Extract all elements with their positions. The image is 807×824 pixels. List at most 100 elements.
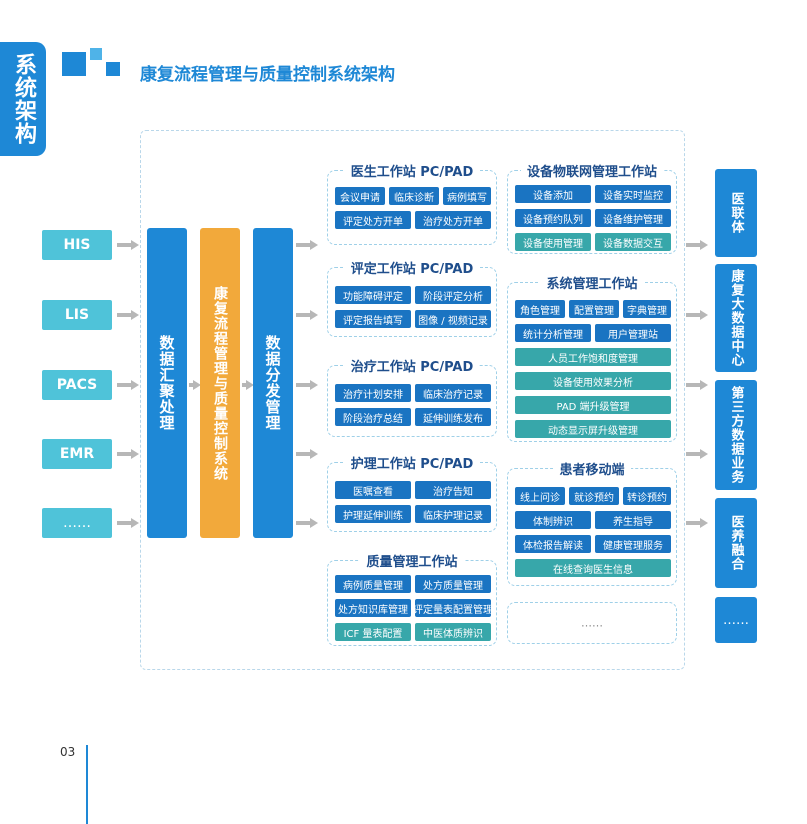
nursing-training-button[interactable]: 护理延伸训练 bbox=[335, 505, 411, 523]
device-effect-button[interactable]: 设备使用效果分析 bbox=[515, 372, 671, 390]
dysfunction-assess-button[interactable]: 功能障碍评定 bbox=[335, 286, 411, 304]
referral-booking-button[interactable]: 转诊预约 bbox=[623, 487, 671, 505]
doctor-info-button[interactable]: 在线查询医生信息 bbox=[515, 559, 671, 577]
architecture-frame bbox=[140, 130, 685, 670]
case-quality-button[interactable]: 病例质量管理 bbox=[335, 575, 411, 593]
user-manage-button[interactable]: 用户管理站 bbox=[595, 324, 671, 342]
section-tab: 系统架构 bbox=[0, 42, 46, 156]
workstation-title: 医生工作站 PC/PAD bbox=[344, 165, 480, 180]
workstation-title: 设备物联网管理工作站 bbox=[520, 165, 663, 180]
arrow-icon bbox=[296, 240, 318, 250]
source-lis: LIS bbox=[42, 300, 112, 330]
arrow-icon bbox=[296, 380, 318, 390]
statistics-manage-button[interactable]: 统计分析管理 bbox=[515, 324, 591, 342]
arrow-icon bbox=[686, 449, 708, 459]
arrow-icon bbox=[296, 518, 318, 528]
report-interpret-button[interactable]: 体检报告解读 bbox=[515, 535, 591, 553]
extended-training-button[interactable]: 延伸训练发布 bbox=[415, 408, 491, 426]
dictionary-manage-button[interactable]: 字典管理 bbox=[623, 300, 671, 318]
page-number: 03 bbox=[60, 745, 76, 759]
image-video-record-button[interactable]: 图像 / 视频记录 bbox=[415, 310, 491, 328]
arrow-icon bbox=[242, 380, 254, 390]
therapy-plan-button[interactable]: 治疗计划安排 bbox=[335, 384, 411, 402]
source-more: …… bbox=[42, 508, 112, 538]
more-workstations: …… bbox=[507, 602, 677, 644]
arrow-icon bbox=[117, 310, 139, 320]
patient-mobile: 患者移动端 线上问诊 就诊预约 转诊预约 体制辨识 养生指导 体检报告解读 健康… bbox=[507, 463, 677, 586]
quality-workstation: 质量管理工作站 病例质量管理 处方质量管理 处方知识库管理 评定量表配置管理 I… bbox=[327, 555, 497, 646]
decor-square-small bbox=[90, 48, 102, 60]
device-usage-button[interactable]: 设备使用管理 bbox=[515, 233, 591, 251]
page-divider bbox=[86, 745, 88, 824]
assess-prescription-button[interactable]: 评定处方开单 bbox=[335, 211, 411, 229]
workstation-title: 患者移动端 bbox=[553, 463, 631, 478]
arrow-icon bbox=[117, 240, 139, 250]
arrow-icon bbox=[296, 449, 318, 459]
icf-scale-button[interactable]: ICF 量表配置 bbox=[335, 623, 411, 641]
arrow-icon bbox=[686, 240, 708, 250]
clinical-diagnosis-button[interactable]: 临床诊断 bbox=[389, 187, 439, 205]
data-aggregate-column: 数据汇聚处理 bbox=[147, 228, 187, 538]
tcm-constitution-button[interactable]: 中医体质辨识 bbox=[415, 623, 491, 641]
therapy-workstation: 治疗工作站 PC/PAD 治疗计划安排 临床治疗记录 阶段治疗总结 延伸训练发布 bbox=[327, 360, 497, 437]
decor-square-large bbox=[62, 52, 86, 76]
view-orders-button[interactable]: 医嘱查看 bbox=[335, 481, 411, 499]
device-maintenance-button[interactable]: 设备维护管理 bbox=[595, 209, 671, 227]
decor-square-medium bbox=[106, 62, 120, 76]
workstation-title: 质量管理工作站 bbox=[360, 555, 464, 570]
role-manage-button[interactable]: 角色管理 bbox=[515, 300, 565, 318]
arrow-icon bbox=[189, 380, 201, 390]
meeting-request-button[interactable]: 会议申请 bbox=[335, 187, 385, 205]
output-more: …… bbox=[715, 597, 757, 643]
page-title: 康复流程管理与质量控制系统架构 bbox=[140, 65, 395, 85]
more-placeholder: …… bbox=[581, 616, 603, 630]
stage-therapy-summary-button[interactable]: 阶段治疗总结 bbox=[335, 408, 411, 426]
output-medical-care: 医养融合 bbox=[715, 498, 757, 588]
arrow-icon bbox=[117, 449, 139, 459]
workstation-title: 系统管理工作站 bbox=[540, 277, 644, 292]
assess-report-button[interactable]: 评定报告填写 bbox=[335, 310, 411, 328]
data-distribute-column: 数据分发管理 bbox=[253, 228, 293, 538]
arrow-icon bbox=[117, 518, 139, 528]
online-consult-button[interactable]: 线上问诊 bbox=[515, 487, 565, 505]
constitution-identify-button[interactable]: 体制辨识 bbox=[515, 511, 591, 529]
iot-workstation: 设备物联网管理工作站 设备添加 设备实时监控 设备预约队列 设备维护管理 设备使… bbox=[507, 165, 677, 254]
scale-config-button[interactable]: 评定量表配置管理 bbox=[415, 599, 491, 617]
therapy-notice-button[interactable]: 治疗告知 bbox=[415, 481, 491, 499]
arrow-icon bbox=[117, 380, 139, 390]
display-upgrade-button[interactable]: 动态显示屏升级管理 bbox=[515, 420, 671, 438]
clinical-therapy-record-button[interactable]: 临床治疗记录 bbox=[415, 384, 491, 402]
system-workstation: 系统管理工作站 角色管理 配置管理 字典管理 统计分析管理 用户管理站 人员工作… bbox=[507, 277, 677, 442]
pad-upgrade-button[interactable]: PAD 端升级管理 bbox=[515, 396, 671, 414]
output-medical-alliance: 医联体 bbox=[715, 169, 757, 257]
output-big-data-center: 康复大数据中心 bbox=[715, 264, 757, 372]
device-add-button[interactable]: 设备添加 bbox=[515, 185, 591, 203]
arrow-icon bbox=[686, 518, 708, 528]
prescription-quality-button[interactable]: 处方质量管理 bbox=[415, 575, 491, 593]
device-queue-button[interactable]: 设备预约队列 bbox=[515, 209, 591, 227]
therapy-prescription-button[interactable]: 治疗处方开单 bbox=[415, 211, 491, 229]
workstation-title: 护理工作站 PC/PAD bbox=[344, 457, 480, 472]
config-manage-button[interactable]: 配置管理 bbox=[569, 300, 619, 318]
source-his: HIS bbox=[42, 230, 112, 260]
arrow-icon bbox=[686, 380, 708, 390]
health-guide-button[interactable]: 养生指导 bbox=[595, 511, 671, 529]
device-data-button[interactable]: 设备数据交互 bbox=[595, 233, 671, 251]
doctor-workstation: 医生工作站 PC/PAD 会议申请 临床诊断 病例填写 评定处方开单 治疗处方开… bbox=[327, 165, 497, 245]
case-fill-button[interactable]: 病例填写 bbox=[443, 187, 491, 205]
core-system-column: 康复流程管理与质量控制系统 bbox=[200, 228, 240, 538]
source-pacs: PACS bbox=[42, 370, 112, 400]
staff-workload-button[interactable]: 人员工作饱和度管理 bbox=[515, 348, 671, 366]
source-emr: EMR bbox=[42, 439, 112, 469]
nursing-workstation: 护理工作站 PC/PAD 医嘱查看 治疗告知 护理延伸训练 临床护理记录 bbox=[327, 457, 497, 532]
assessment-workstation: 评定工作站 PC/PAD 功能障碍评定 阶段评定分析 评定报告填写 图像 / 视… bbox=[327, 262, 497, 337]
prescription-kb-button[interactable]: 处方知识库管理 bbox=[335, 599, 411, 617]
arrow-icon bbox=[296, 310, 318, 320]
health-service-button[interactable]: 健康管理服务 bbox=[595, 535, 671, 553]
stage-assess-button[interactable]: 阶段评定分析 bbox=[415, 286, 491, 304]
visit-booking-button[interactable]: 就诊预约 bbox=[569, 487, 619, 505]
arrow-icon bbox=[686, 310, 708, 320]
device-monitor-button[interactable]: 设备实时监控 bbox=[595, 185, 671, 203]
workstation-title: 评定工作站 PC/PAD bbox=[344, 262, 480, 277]
clinical-nursing-record-button[interactable]: 临床护理记录 bbox=[415, 505, 491, 523]
